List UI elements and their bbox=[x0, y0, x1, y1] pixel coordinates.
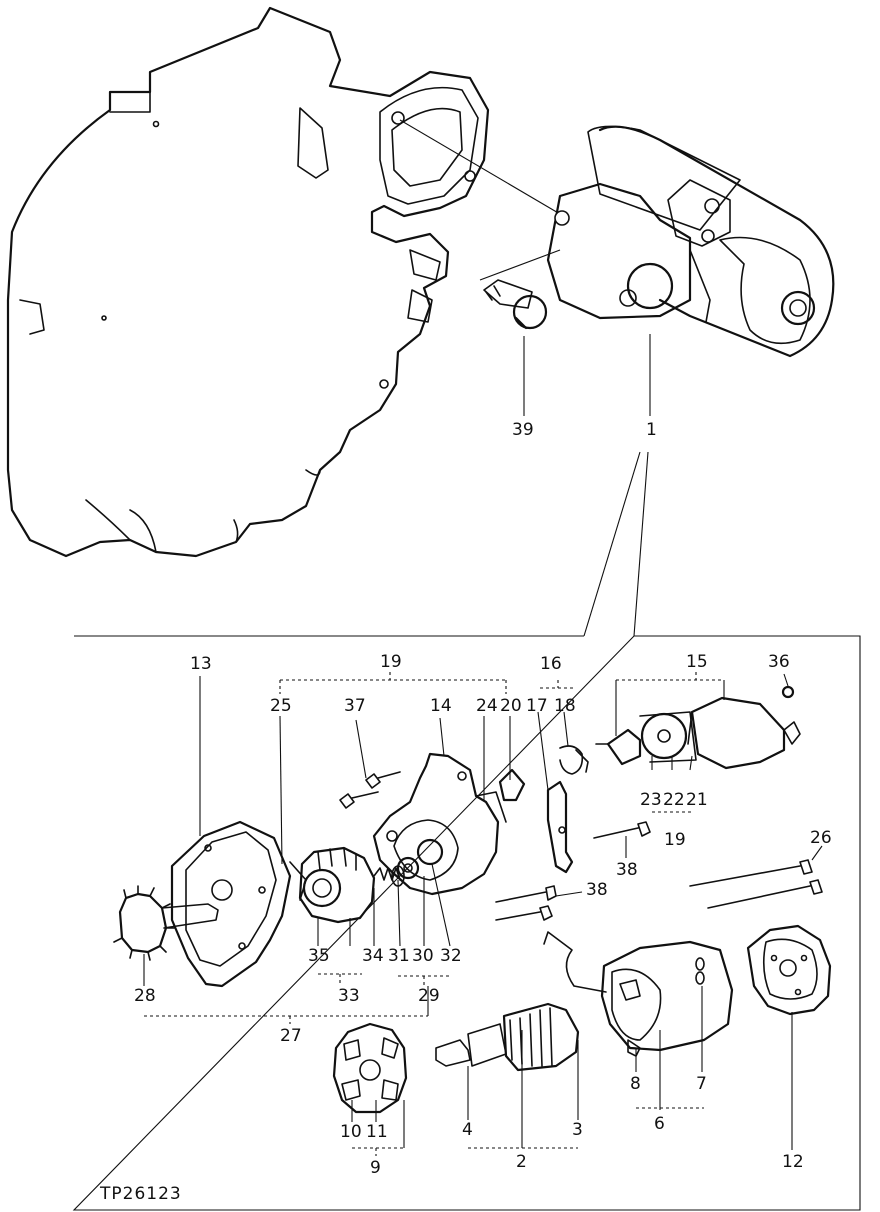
callout-14: 14 bbox=[430, 696, 452, 716]
overrunning-clutch-35 bbox=[298, 846, 376, 924]
pinion-gear-28 bbox=[113, 885, 219, 961]
callout-21: 21 bbox=[686, 790, 708, 810]
callout-2: 2 bbox=[516, 1152, 527, 1172]
callout-9: 9 bbox=[370, 1158, 381, 1178]
callout-4: 4 bbox=[462, 1120, 473, 1140]
drive-housing-13 bbox=[170, 820, 307, 988]
callout-29: 29 bbox=[418, 986, 440, 1006]
callout-38b: 38 bbox=[586, 880, 608, 900]
callout-15: 15 bbox=[686, 652, 708, 672]
detail-frame bbox=[72, 635, 861, 1211]
callout-17: 17 bbox=[526, 696, 548, 716]
bolt-guide-line bbox=[479, 249, 561, 281]
callout-23: 23 bbox=[640, 790, 662, 810]
callout-3: 3 bbox=[572, 1120, 583, 1140]
yoke-6 bbox=[543, 931, 734, 1057]
detail-leader-lines bbox=[143, 672, 823, 1156]
dust-cover-20 bbox=[498, 768, 526, 802]
callout-18: 18 bbox=[554, 696, 576, 716]
callout-33: 33 bbox=[338, 986, 360, 1006]
callout-25: 25 bbox=[270, 696, 292, 716]
callout-24: 24 bbox=[476, 696, 498, 716]
callout-38a: 38 bbox=[616, 860, 638, 880]
long-bolts-26 bbox=[689, 859, 823, 909]
starter-assembly bbox=[546, 125, 835, 358]
callout-11: 11 bbox=[366, 1122, 388, 1142]
callout-32: 32 bbox=[440, 946, 462, 966]
armature-2 bbox=[435, 1002, 580, 1072]
callout-1: 1 bbox=[646, 420, 657, 440]
callout-27: 27 bbox=[280, 1026, 302, 1046]
callout-20: 20 bbox=[500, 696, 522, 716]
callout-10: 10 bbox=[340, 1122, 362, 1142]
callout-39: 39 bbox=[512, 420, 534, 440]
callout-16: 16 bbox=[540, 654, 562, 674]
mounting-bolt bbox=[483, 279, 548, 330]
mounting-guide-line bbox=[399, 119, 561, 215]
callout-26: 26 bbox=[810, 828, 832, 848]
callout-6: 6 bbox=[654, 1114, 665, 1134]
callout-12: 12 bbox=[782, 1152, 804, 1172]
end-cover-12 bbox=[746, 924, 832, 1016]
callout-8: 8 bbox=[630, 1074, 641, 1094]
callout-31: 31 bbox=[388, 946, 410, 966]
screws-37 bbox=[339, 771, 401, 809]
callout-35: 35 bbox=[308, 946, 330, 966]
callout-22: 22 bbox=[663, 790, 685, 810]
brush-holder-9 bbox=[332, 1022, 408, 1114]
drive-lever-17 bbox=[546, 780, 574, 874]
solenoid-15 bbox=[595, 685, 801, 770]
lever-spring-18 bbox=[559, 745, 589, 775]
callout-19: 19 bbox=[380, 652, 402, 672]
zoom-line-left bbox=[583, 451, 641, 637]
callout-36: 36 bbox=[768, 652, 790, 672]
callout-30: 30 bbox=[412, 946, 434, 966]
callout-34: 34 bbox=[362, 946, 384, 966]
callout-7: 7 bbox=[696, 1074, 707, 1094]
callout-28: 28 bbox=[134, 986, 156, 1006]
callout-37: 37 bbox=[344, 696, 366, 716]
figure-reference-code: TP26123 bbox=[100, 1184, 182, 1204]
callout-19b: 19 bbox=[664, 830, 686, 850]
flywheel-housing bbox=[6, 6, 490, 558]
callout-13: 13 bbox=[190, 654, 212, 674]
zoom-line-right bbox=[633, 451, 649, 637]
gear-housing-14 bbox=[372, 752, 507, 896]
